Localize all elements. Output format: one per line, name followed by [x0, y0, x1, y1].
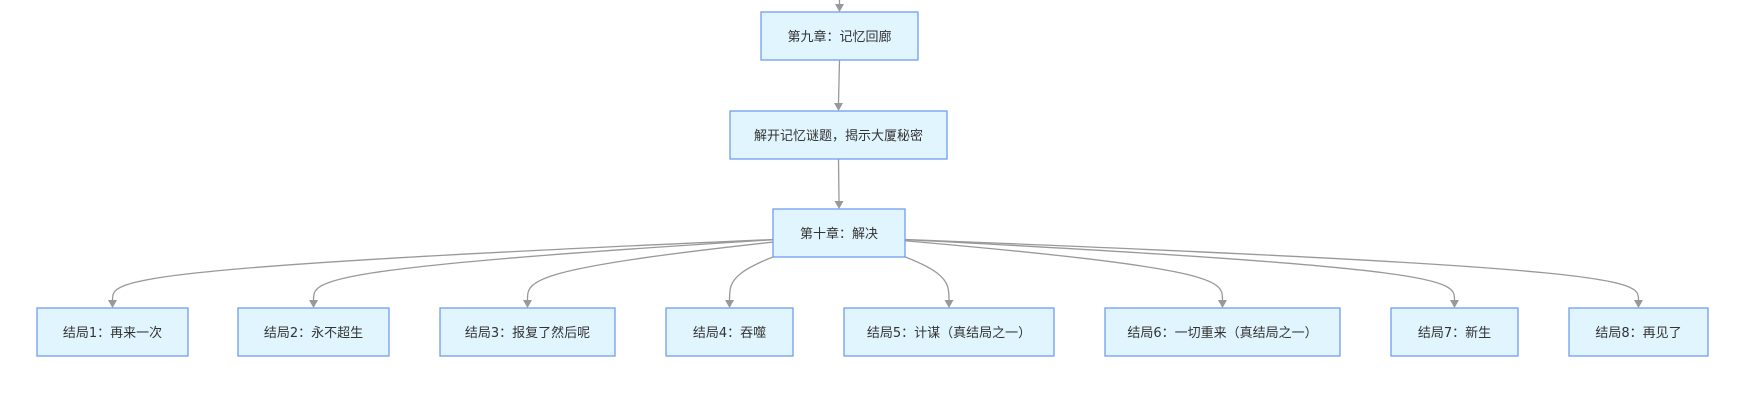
node-label: 结局7：新生 [1418, 325, 1491, 341]
node-ch9: 第九章：记忆回廊 [760, 11, 919, 61]
arrowhead-ch10 [834, 201, 844, 209]
node-end8: 结局8：再见了 [1568, 307, 1709, 357]
arrowhead-ch9 [835, 4, 844, 12]
node-box [665, 307, 794, 357]
arrowhead-end1 [108, 300, 117, 308]
arrowhead-reveal [834, 103, 843, 111]
arrowhead-end7 [1450, 300, 1459, 308]
node-label: 第十章：解决 [800, 226, 878, 242]
node-end3: 结局3：报复了然后呢 [439, 307, 616, 357]
node-box [772, 208, 906, 258]
arrowhead-end6 [1218, 300, 1227, 308]
edge-reveal-to-ch10 [837, 158, 840, 202]
node-label: 结局3：报复了然后呢 [465, 325, 590, 341]
arrowhead-end3 [523, 300, 532, 308]
node-box [1390, 307, 1519, 357]
edge-ch10-to-end7 [892, 238, 1456, 301]
node-label: 第九章：记忆回廊 [787, 29, 891, 45]
node-end1: 结局1：再来一次 [36, 307, 189, 357]
node-label: 结局2：永不超生 [264, 326, 363, 341]
edge-ch10-to-end1 [111, 238, 786, 301]
node-reveal: 解开记忆谜题，揭示大厦秘密 [729, 110, 948, 160]
node-ch10: 第十章：解决 [772, 208, 906, 258]
node-end5: 结局5：计谋（真结局之一） [843, 307, 1055, 357]
edges-layer [108, 0, 1643, 308]
node-end7: 结局7：新生 [1390, 307, 1519, 357]
arrowhead-end5 [944, 300, 954, 308]
node-box [729, 110, 948, 160]
node-label: 结局6：一切重来（真结局之一） [1127, 325, 1317, 341]
node-box [843, 307, 1055, 357]
node-box [237, 307, 390, 357]
node-label: 结局8：再见了 [1595, 326, 1681, 341]
edge-ch10-to-end2 [312, 238, 786, 301]
edge-ch10-to-end8 [892, 238, 1640, 301]
edge-ch9-to-reveal [837, 59, 841, 104]
node-end2: 结局2：永不超生 [237, 307, 390, 357]
node-end6: 结局6：一切重来（真结局之一） [1104, 307, 1341, 357]
node-end4: 结局4：吞噬 [665, 307, 794, 357]
node-label: 结局5：计谋（真结局之一） [867, 326, 1031, 341]
edge-ch10-to-end6 [884, 238, 1224, 301]
edge-ch10-to-end3 [526, 238, 802, 301]
node-box [36, 307, 189, 357]
node-box [1104, 307, 1341, 357]
node-label: 结局4：吞噬 [693, 326, 766, 341]
arrowhead-end2 [309, 300, 318, 308]
node-label: 解开记忆谜题，揭示大厦秘密 [754, 128, 923, 144]
node-label: 结局1：再来一次 [63, 325, 162, 341]
node-box [439, 307, 616, 357]
node-box [1568, 307, 1709, 357]
arrowhead-end8 [1634, 300, 1643, 308]
node-box [760, 11, 919, 61]
arrowhead-end4 [725, 300, 734, 308]
